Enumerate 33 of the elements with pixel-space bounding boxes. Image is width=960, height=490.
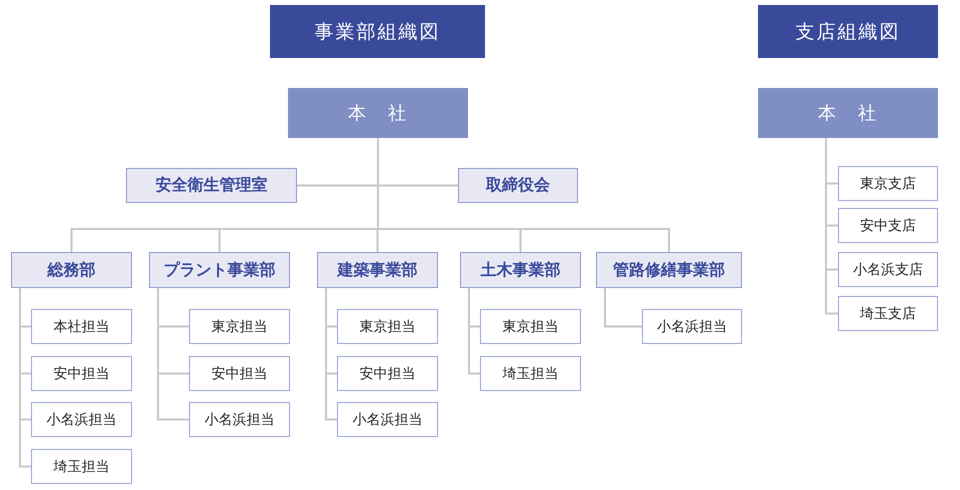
head-office-box: 本 社 [758, 88, 938, 138]
chart-title-box: 支店組織図 [758, 5, 938, 58]
section-box: 埼玉支店 [838, 296, 938, 331]
section-box: 安中担当 [31, 356, 132, 391]
section-box: 東京担当 [189, 309, 290, 344]
connector-line [604, 288, 642, 328]
section-box: 東京支店 [838, 166, 938, 201]
section-box: 小名浜担当 [337, 402, 438, 437]
section-box: 埼玉担当 [480, 356, 581, 391]
connector-line [825, 138, 838, 314]
department-box: プラント事業部 [149, 252, 290, 288]
section-box: 東京担当 [337, 309, 438, 344]
department-box: 総務部 [11, 252, 132, 288]
department-box: 取締役会 [458, 168, 578, 203]
department-box: 安全衛生管理室 [126, 168, 297, 203]
section-box: 安中担当 [189, 356, 290, 391]
department-box: 土木事業部 [460, 252, 581, 288]
section-box: 小名浜支店 [838, 252, 938, 287]
section-box: 小名浜担当 [642, 309, 742, 344]
section-box: 安中支店 [838, 208, 938, 243]
section-box: 小名浜担当 [189, 402, 290, 437]
department-box: 管路修繕事業部 [596, 252, 742, 288]
section-box: 埼玉担当 [31, 449, 132, 484]
section-box: 東京担当 [480, 309, 581, 344]
section-box: 本社担当 [31, 309, 132, 344]
connector-line [19, 288, 31, 468]
connector-line [468, 288, 480, 374]
department-box: 建築事業部 [317, 252, 438, 288]
head-office-box: 本 社 [288, 88, 468, 138]
section-box: 安中担当 [337, 356, 438, 391]
chart-title-box: 事業部組織図 [270, 5, 485, 58]
section-box: 小名浜担当 [31, 402, 132, 437]
connector-line [377, 138, 670, 252]
